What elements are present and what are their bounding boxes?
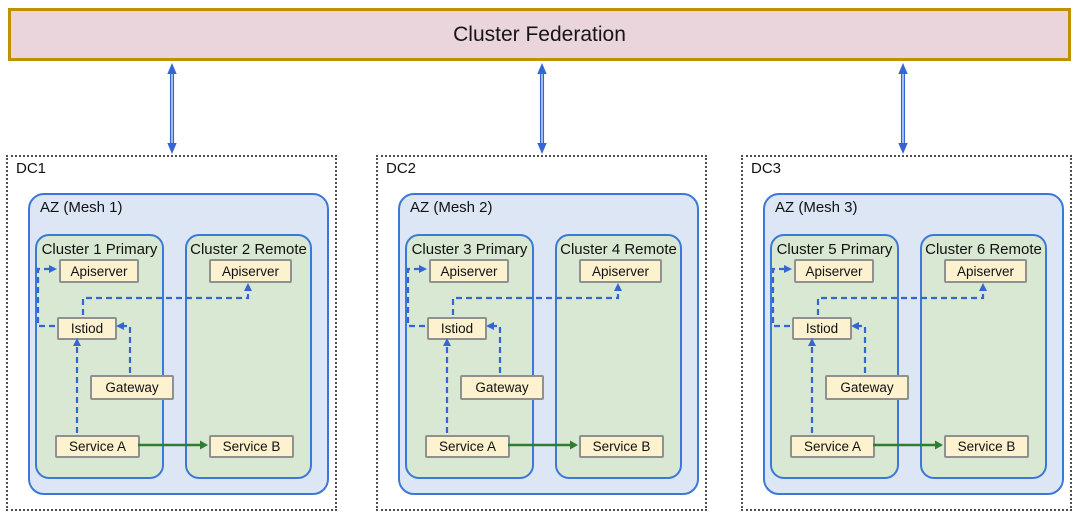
dc3-gateway-node: Gateway	[825, 375, 909, 400]
dc2-istiod-node: Istiod	[427, 317, 487, 340]
federation-sync-arrow-dc1	[167, 63, 177, 154]
dc3-label: DC3	[751, 160, 782, 177]
dc1-cluster-remote-title: Cluster 2 Remote	[190, 241, 307, 258]
dc1-gateway-node: Gateway	[90, 375, 174, 400]
dc1-remote-apiserver-node: Apiserver	[209, 259, 292, 283]
dc2-primary-apiserver-node: Apiserver	[429, 259, 509, 283]
dc2-service-b-node: Service B	[579, 435, 664, 458]
dc3-service-b-node: Service B	[944, 435, 1029, 458]
dc3-az-label: AZ (Mesh 3)	[775, 199, 858, 216]
cluster-federation-banner: Cluster Federation	[8, 8, 1071, 61]
banner-title: Cluster Federation	[453, 22, 626, 46]
dc1-primary-apiserver-node: Apiserver	[59, 259, 139, 283]
dc2-gateway-node: Gateway	[460, 375, 544, 400]
dc3-primary-apiserver-node: Apiserver	[794, 259, 874, 283]
dc2-service-a-node: Service A	[425, 435, 510, 458]
dc2-label: DC2	[386, 160, 417, 177]
dc1-label: DC1	[16, 160, 47, 177]
dc2-az-label: AZ (Mesh 2)	[410, 199, 493, 216]
federation-sync-arrow-dc3	[898, 63, 908, 154]
federation-sync-arrow-dc2	[537, 63, 547, 154]
dc1-az-label: AZ (Mesh 1)	[40, 199, 123, 216]
dc3-service-a-node: Service A	[790, 435, 875, 458]
dc2-remote-apiserver-node: Apiserver	[579, 259, 662, 283]
dc1-istiod-node: Istiod	[57, 317, 117, 340]
dc3-cluster-remote-title: Cluster 6 Remote	[925, 241, 1042, 258]
dc1-container: DC1 AZ (Mesh 1) Cluster 1 Primary Cluste…	[6, 155, 337, 511]
dc3-cluster-primary-title: Cluster 5 Primary	[776, 241, 893, 258]
dc3-remote-apiserver-node: Apiserver	[944, 259, 1027, 283]
dc3-container: DC3 AZ (Mesh 3) Cluster 5 Primary Cluste…	[741, 155, 1072, 511]
dc1-service-a-node: Service A	[55, 435, 140, 458]
dc3-istiod-node: Istiod	[792, 317, 852, 340]
dc2-container: DC2 AZ (Mesh 2) Cluster 3 Primary Cluste…	[376, 155, 707, 511]
dc2-cluster-primary-title: Cluster 3 Primary	[411, 241, 528, 258]
dc2-cluster-remote-title: Cluster 4 Remote	[560, 241, 677, 258]
dc1-cluster-primary-title: Cluster 1 Primary	[41, 241, 158, 258]
dc1-service-b-node: Service B	[209, 435, 294, 458]
